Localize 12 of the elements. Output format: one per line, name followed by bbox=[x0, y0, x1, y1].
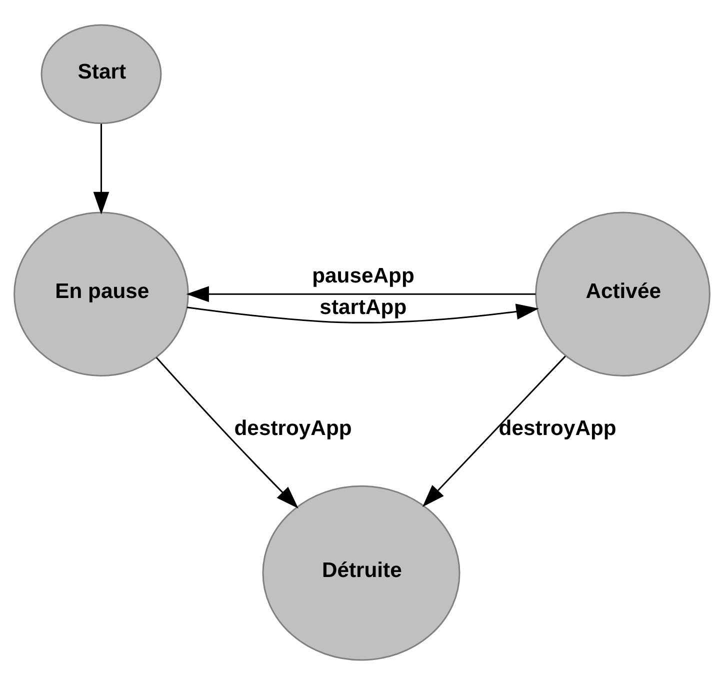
node-circle: Activée bbox=[535, 212, 710, 376]
edge-label: startApp bbox=[320, 296, 407, 320]
arrow bbox=[93, 124, 110, 215]
arrow bbox=[186, 286, 536, 302]
edge-label: destroyApp bbox=[498, 417, 616, 440]
node-circle: En pause bbox=[14, 212, 189, 376]
edge-label: pauseApp bbox=[312, 264, 414, 288]
node-ellipse: Start bbox=[40, 24, 162, 124]
arrow bbox=[156, 356, 298, 509]
edge-label: destroyApp bbox=[234, 417, 352, 440]
arrow bbox=[422, 356, 566, 507]
arrow bbox=[187, 304, 539, 324]
